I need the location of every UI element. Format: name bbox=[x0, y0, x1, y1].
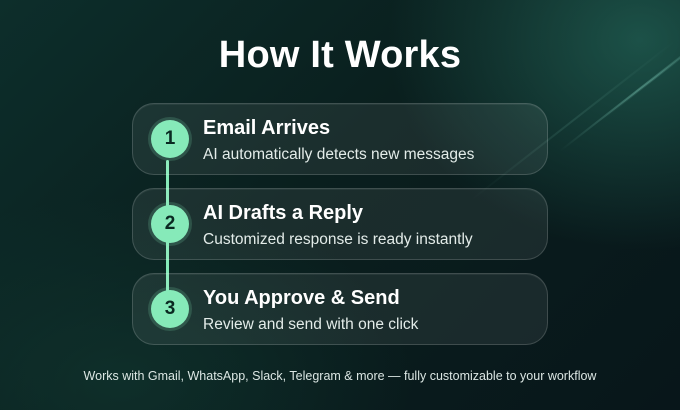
step-description: Customized response is ready instantly bbox=[203, 231, 473, 248]
step-title: You Approve & Send bbox=[203, 287, 400, 309]
step-description: Review and send with one click bbox=[203, 316, 419, 333]
footer-note: Works with Gmail, WhatsApp, Slack, Teleg… bbox=[83, 369, 597, 383]
page-title: How It Works bbox=[218, 34, 462, 76]
step-card-1: 1 Email Arrives AI automatically detects… bbox=[132, 103, 548, 175]
step-card-3: 3 You Approve & Send Review and send wit… bbox=[132, 273, 548, 345]
step-title: AI Drafts a Reply bbox=[203, 202, 364, 224]
step-description: AI automatically detects new messages bbox=[203, 146, 475, 163]
step-number-badge: 3 bbox=[151, 290, 189, 328]
step-card-2: 2 AI Drafts a Reply Customized response … bbox=[132, 188, 548, 260]
step-number-badge: 2 bbox=[151, 205, 189, 243]
step-number-badge: 1 bbox=[151, 120, 189, 158]
step-title: Email Arrives bbox=[203, 117, 331, 139]
